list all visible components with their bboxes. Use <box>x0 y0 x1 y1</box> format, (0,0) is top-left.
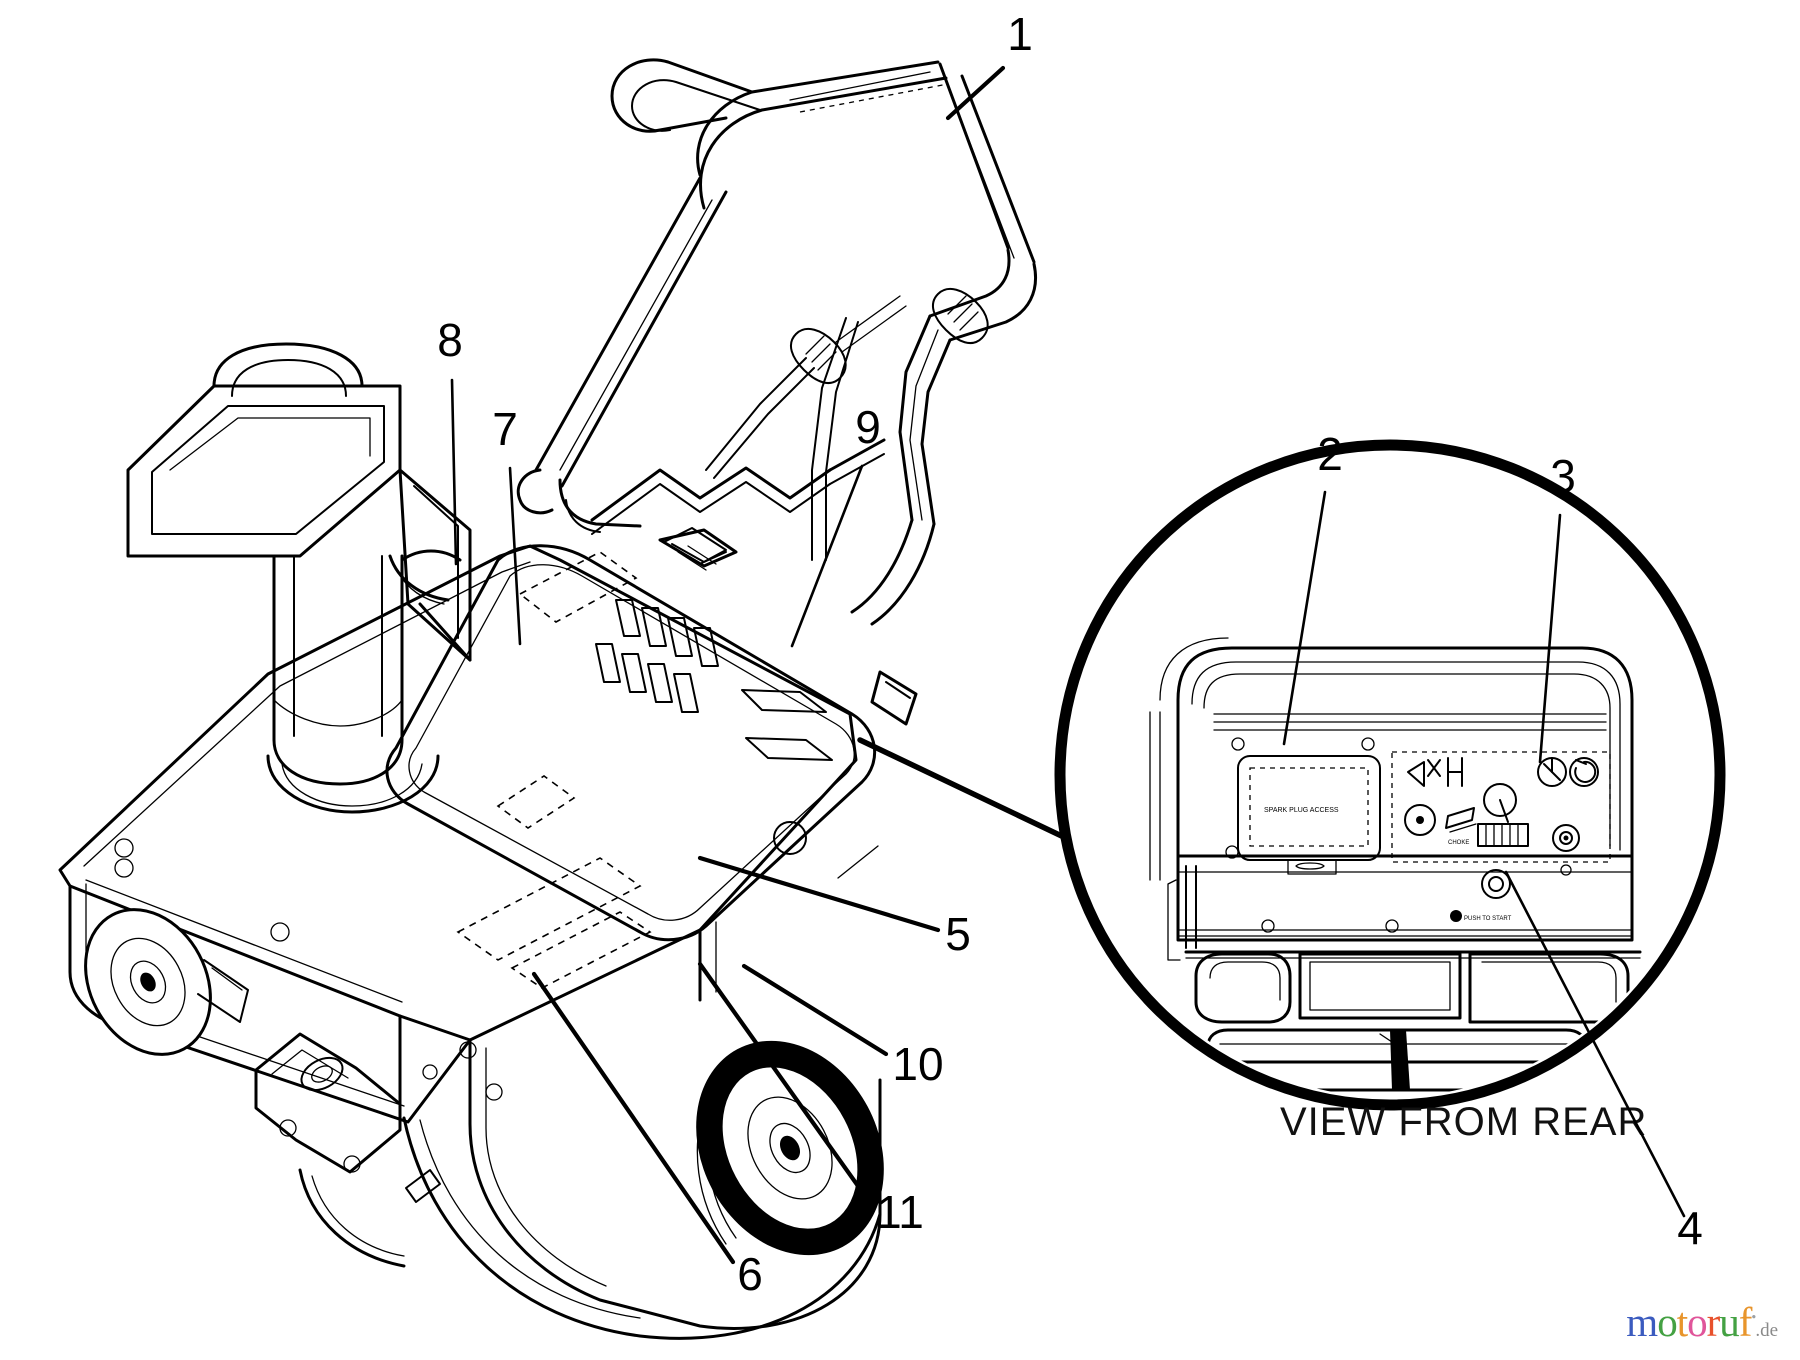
decal-outline-8 <box>518 551 638 623</box>
leader-4 <box>1504 870 1686 1218</box>
callout-number-1: 1 <box>1007 8 1033 60</box>
fastener <box>114 858 134 878</box>
callouts-group: 1 2 3 4 5 6 7 8 9 10 11 <box>437 8 1703 1300</box>
control-knob-left <box>789 327 847 385</box>
watermark-letter-o2: o <box>1687 1299 1707 1345</box>
push-to-start-text: PUSH TO START <box>1464 916 1512 922</box>
decal-outline-6 <box>456 857 642 961</box>
leader-6 <box>531 971 736 1265</box>
fuel-cap <box>663 527 727 565</box>
wheel-left <box>84 908 249 1056</box>
leader-1 <box>945 65 1006 121</box>
leader-10 <box>741 963 889 1057</box>
scraper-bracket <box>254 1032 441 1268</box>
watermark-letter-f: f <box>1738 1299 1753 1345</box>
engine-switch-icons <box>1537 757 1599 852</box>
choke-icon-group: CHOKE <box>1404 757 1477 846</box>
detail-view-caption: VIEW FROM REAR <box>1280 1100 1647 1144</box>
fastener <box>114 838 134 858</box>
wheel-right <box>696 1040 884 1256</box>
decal-outline-11 <box>510 911 652 989</box>
fastener <box>485 1083 503 1101</box>
leader-11 <box>697 961 871 1203</box>
callout-number-9: 9 <box>855 401 881 453</box>
control-knob-right <box>931 287 989 345</box>
callout-number-10: 10 <box>892 1038 943 1090</box>
snowthrower-illustration <box>58 58 1037 1340</box>
watermark-letter-t: t <box>1676 1299 1688 1345</box>
fastener <box>459 1041 477 1059</box>
watermark-motoruf: motoruf•.de <box>1626 1298 1778 1346</box>
control-rods <box>705 287 989 561</box>
callout-number-11: 11 <box>876 1186 924 1238</box>
choke-text: CHOKE <box>1448 840 1469 846</box>
leader-9 <box>790 464 864 648</box>
leader-2 <box>1282 490 1327 746</box>
watermark-letter-u: u <box>1719 1299 1739 1345</box>
housing-body <box>58 528 918 1340</box>
leader-5 <box>697 855 941 933</box>
discharge-chute <box>126 342 472 814</box>
rear-view-content: SPARK PLUG ACCESS CHOKE <box>1149 637 1642 1097</box>
leader-8 <box>450 378 458 566</box>
handle-assembly <box>516 58 1037 626</box>
watermark-letter-o1: o <box>1657 1299 1677 1345</box>
detail-circle-group: SPARK PLUG ACCESS CHOKE <box>1054 439 1726 1144</box>
detail-circle-border <box>1054 439 1726 1111</box>
callout-number-5: 5 <box>945 908 971 960</box>
callout-number-8: 8 <box>437 314 463 366</box>
fastener <box>422 1064 438 1080</box>
vent-louvers <box>595 599 719 713</box>
fastener <box>270 922 290 942</box>
leader-7 <box>508 466 522 646</box>
push-to-start-decal: PUSH TO START <box>1261 864 1572 933</box>
decal-outline-10 <box>496 775 576 829</box>
watermark-letter-m: m <box>1626 1299 1658 1345</box>
watermark-letter-r: r <box>1706 1299 1721 1345</box>
spark-plug-access-cover: SPARK PLUG ACCESS <box>1237 755 1381 875</box>
callout-number-7: 7 <box>492 403 518 455</box>
callout-number-6: 6 <box>737 1248 763 1300</box>
watermark-suffix: .de <box>1755 1320 1778 1341</box>
callout-number-4: 4 <box>1677 1202 1703 1254</box>
throttle-lever <box>1477 783 1529 847</box>
spark-plug-access-text: SPARK PLUG ACCESS <box>1264 807 1339 814</box>
callout-number-2: 2 <box>1317 428 1343 480</box>
callout-number-3: 3 <box>1550 450 1576 502</box>
watermark-dot-icon: • <box>1751 1310 1756 1326</box>
control-panel-dashed-area <box>1391 751 1611 863</box>
leader-3 <box>1538 513 1562 764</box>
